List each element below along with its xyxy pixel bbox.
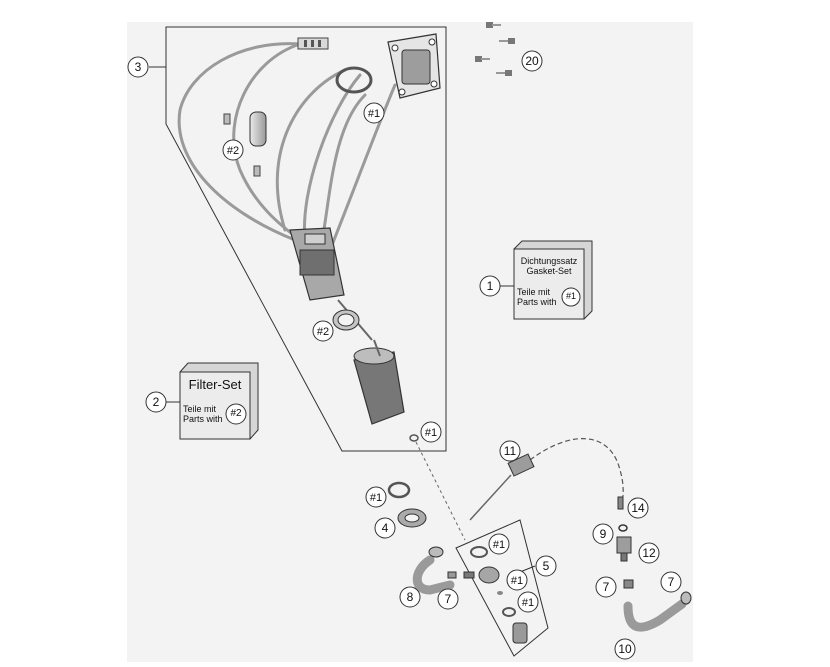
svg-text:8: 8 (407, 590, 414, 604)
callout-9: 9 (592, 523, 614, 545)
callout-20: 20 (521, 50, 543, 72)
gasket-set-title-en: Gasket-Set (526, 266, 572, 277)
ref-1-gasket: #1 (365, 486, 387, 508)
svg-text:#1: #1 (368, 108, 380, 120)
gasket-set-title-de: Dichtungssatz (520, 256, 578, 266)
filter-set-title: Filter-Set (188, 377, 242, 392)
fuel-sensor (469, 438, 624, 521)
filter-set-ref: #2 (230, 408, 242, 419)
filter-set-parts-de: Teile mit (183, 404, 217, 414)
callout-7-middle: 7 (595, 576, 617, 598)
flange-bolts (475, 22, 515, 76)
svg-text:5: 5 (543, 559, 550, 573)
hose-left (412, 546, 475, 595)
callout-7-right: 7 (660, 571, 682, 593)
ref-1-oring: #1 (420, 421, 442, 443)
callout-14: 14 (627, 497, 649, 519)
ref-1-block-middle: #1 (506, 569, 528, 591)
svg-text:4: 4 (382, 521, 389, 535)
gasket-set-parts: Teile mit Parts with (517, 287, 567, 308)
ref-2-filter: #2 (222, 139, 244, 161)
mounting-block (455, 519, 549, 657)
svg-text:11: 11 (504, 444, 517, 458)
svg-text:#1: #1 (493, 539, 505, 551)
callout-11: 11 (499, 440, 521, 462)
svg-text:#1: #1 (522, 597, 534, 609)
svg-text:3: 3 (135, 60, 142, 74)
svg-text:#2: #2 (227, 145, 239, 157)
svg-text:20: 20 (525, 54, 539, 68)
ref-2-seal: #2 (312, 320, 334, 342)
filter-set-parts-en: Parts with (183, 414, 223, 425)
callout-7-left: 7 (437, 588, 459, 610)
harness-connector (297, 37, 329, 50)
diagram-sheet (127, 22, 693, 662)
pump-flange (387, 33, 441, 99)
filter-set-parts: Teile mit Parts with (183, 404, 233, 425)
svg-text:12: 12 (642, 546, 656, 560)
ref-1-flange: #1 (363, 102, 385, 124)
svg-text:1: 1 (487, 279, 494, 293)
callout-1: 1 (479, 275, 501, 297)
gasket-set-ref: #1 (565, 291, 576, 301)
callout-10: 10 (614, 638, 636, 660)
callout-4: 4 (374, 517, 396, 539)
svg-text:#1: #1 (370, 492, 382, 504)
fuel-strainer (353, 339, 405, 425)
callout-5: 5 (535, 555, 557, 577)
svg-text:#2: #2 (317, 326, 329, 338)
gasket-set-parts-de: Teile mit (517, 287, 551, 297)
gasket-set-parts-en: Parts with (517, 297, 557, 308)
svg-text:#1: #1 (511, 575, 523, 587)
gasket-ring (387, 481, 411, 499)
svg-text:7: 7 (668, 575, 675, 589)
inline-filter (223, 111, 267, 177)
svg-text:10: 10 (618, 642, 632, 656)
fuel-pump-body (289, 227, 373, 341)
small-oring (409, 434, 419, 442)
callout-8: 8 (399, 586, 421, 608)
callout-2: 2 (145, 391, 167, 413)
pump-assembly-frame (165, 26, 447, 452)
right-hose-parts (616, 496, 692, 632)
callout-3: 3 (127, 56, 149, 78)
leader-lines (165, 285, 514, 403)
ref-1-block-top: #1 (488, 533, 510, 555)
ref-1-block-bottom: #1 (517, 591, 539, 613)
svg-text:7: 7 (445, 592, 452, 606)
washer (397, 508, 427, 528)
gasket-set-box (513, 240, 593, 320)
pump-seal-ring (332, 309, 360, 331)
callout-12: 12 (638, 542, 660, 564)
svg-text:#1: #1 (425, 427, 437, 439)
svg-text:2: 2 (153, 395, 160, 409)
flange-oring (335, 66, 373, 94)
svg-text:9: 9 (600, 527, 607, 541)
svg-text:14: 14 (631, 501, 645, 515)
gasket-set-title: Dichtungssatz Gasket-Set (514, 256, 584, 277)
filter-set-box (179, 362, 259, 440)
svg-text:7: 7 (603, 580, 610, 594)
fuel-hoses (177, 42, 397, 252)
